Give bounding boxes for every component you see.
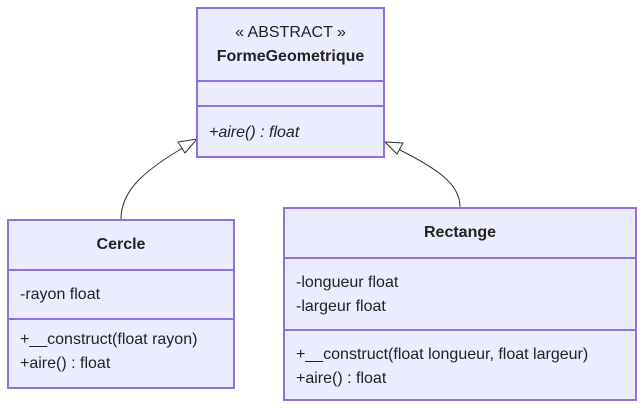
method-item: +__construct(float rayon) xyxy=(20,331,198,348)
method-item: +aire() : float xyxy=(296,370,387,387)
attribute-item: -rayon float xyxy=(20,286,101,303)
class-stereotype: « ABSTRACT » xyxy=(235,24,346,41)
methods-section: +aire() : float xyxy=(198,105,383,145)
methods-section: +__construct(float longueur, float large… xyxy=(285,329,635,391)
class-header: Rectange xyxy=(285,209,635,257)
class-rectange[interactable]: Rectange -longueur float -largeur float … xyxy=(283,207,637,401)
method-item: +__construct(float longueur, float large… xyxy=(296,346,589,363)
class-cercle[interactable]: Cercle -rayon float +__construct(float r… xyxy=(7,219,235,389)
attribute-item: -largeur float xyxy=(296,298,386,315)
inheritance-edge-cercle xyxy=(120,145,187,220)
method-item: +aire() : float xyxy=(20,355,111,372)
method-item: +aire() : float xyxy=(209,124,300,141)
class-header: Cercle xyxy=(9,221,233,269)
class-name: Cercle xyxy=(96,236,146,253)
methods-section: +__construct(float rayon) +aire() : floa… xyxy=(9,318,233,376)
class-header: « ABSTRACT » FormeGeometrique xyxy=(198,9,383,80)
class-forme-geometrique[interactable]: « ABSTRACT » FormeGeometrique +aire() : … xyxy=(196,7,385,158)
inheritance-arrowhead-rectange xyxy=(383,141,404,155)
attribute-item: -longueur float xyxy=(296,274,399,291)
inheritance-arrowhead-cercle xyxy=(177,138,199,154)
class-name: FormeGeometrique xyxy=(216,48,365,65)
inheritance-edge-rectange xyxy=(397,148,461,208)
class-name: Rectange xyxy=(423,224,497,241)
attributes-section: -rayon float xyxy=(9,269,233,318)
attributes-section xyxy=(198,80,383,105)
attributes-section: -longueur float -largeur float xyxy=(285,257,635,329)
